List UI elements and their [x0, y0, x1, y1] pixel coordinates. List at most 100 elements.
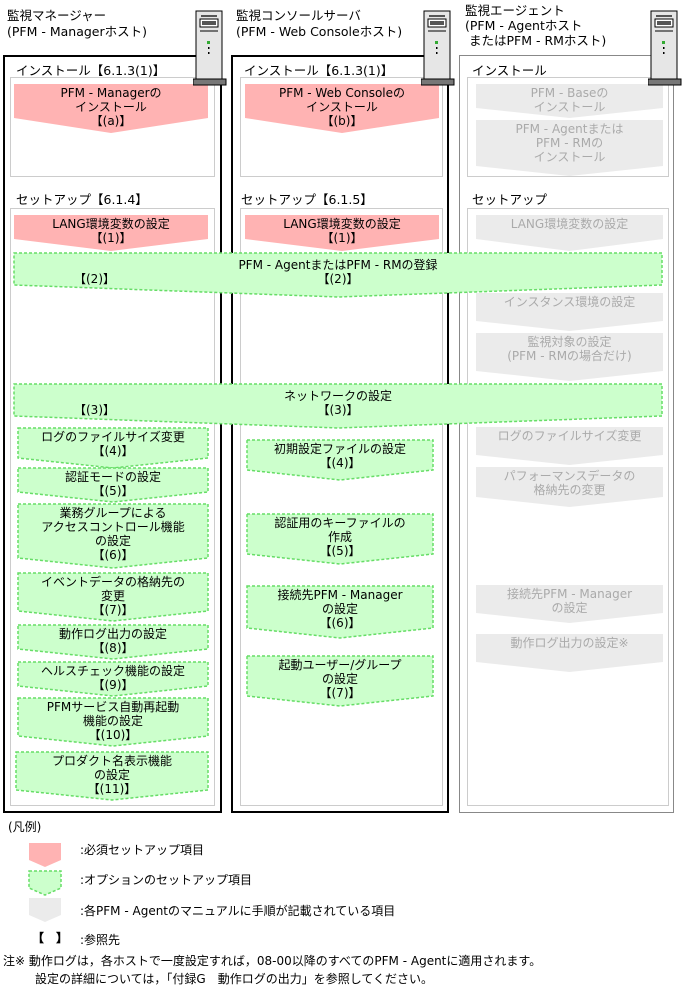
step-label-line: LANG環境変数の設定: [283, 217, 401, 231]
step-label-line: ヘルスチェック機能の設定: [40, 664, 185, 678]
manager-install-panel: [10, 77, 215, 177]
step-label-line: (PFM - RMの場合だけ): [507, 349, 632, 363]
step-wc-user: 起動ユーザー/グループの設定【(7)】: [246, 655, 434, 707]
step-mgr-oplog: 動作ログ出力の設定【(8)】: [17, 624, 209, 660]
step-label-line: PFM - Baseの: [530, 86, 609, 100]
step-label-line: 【(b)】: [321, 114, 363, 128]
step-label-line: 【(4)】: [92, 444, 134, 458]
step-ag-oplog: 動作ログ出力の設定※: [476, 634, 663, 672]
server-icon: [648, 10, 682, 86]
console-install-panel: [240, 77, 443, 177]
step-mgr-event-chevron: [17, 572, 209, 622]
agent-column-title: 監視エージェント(PFM - Agentホスト またはPFM - RMホスト): [465, 3, 606, 48]
step-wc-key-text: 認証用のキーファイルの作成【(5)】: [247, 516, 433, 558]
step-mgr-restart: PFMサービス自動再起動機能の設定【(10)】: [17, 697, 209, 747]
agent-setup-label: セットアップ: [472, 192, 548, 207]
legend-bracket-symbol: 【 】: [32, 931, 69, 945]
step-wc-init-chevron: [246, 439, 434, 481]
step-mgr-product-text: プロダクト名表示機能の設定【(11)】: [16, 754, 208, 796]
step-ag-oplog-text: 動作ログ出力の設定※: [476, 636, 663, 650]
step-label-line: 変更: [100, 589, 125, 603]
manager-setup-label: セットアップ【6.1.4】: [16, 192, 148, 207]
step-register-label: PFM - AgentまたはPFM - RMの登録: [238, 258, 438, 272]
step-ag-target-text: 監視対象の設定(PFM - RMの場合だけ): [476, 335, 663, 363]
step-label-line: 格納先の変更: [533, 483, 606, 497]
step-mgr-log-chevron: [17, 427, 209, 469]
step-ag-perf-chevron: [476, 467, 663, 507]
step-label-line: PFM - RMの: [535, 136, 604, 150]
step-wc-install-text: PFM - Web Consoleのインストール【(b)】: [245, 86, 439, 128]
step-label-line: 【(5)】: [319, 544, 361, 558]
step-ag-lang-text: LANG環境変数の設定: [476, 217, 663, 231]
note-line-1: 注※ 動作ログは，各ホストで一度設定すれば，08-00以降のすべてのPFM - …: [3, 954, 542, 968]
step-mgr-oplog-chevron: [17, 624, 209, 660]
console-setup-panel: [240, 208, 443, 806]
step-mgr-lang-chevron: [14, 215, 208, 251]
step-label-line: 起動ユーザー/グループ: [278, 658, 402, 672]
step-label-line: PFM - Managerの: [60, 86, 162, 100]
step-label-line: インストール: [306, 100, 378, 114]
legend-optional-shape-chevron: [28, 870, 62, 896]
step-mgr-group-chevron: [17, 503, 209, 569]
step-label-line: 【(9)】: [92, 678, 134, 692]
step-mgr-restart-text: PFMサービス自動再起動機能の設定【(10)】: [18, 700, 208, 742]
agent-install-label: インストール: [472, 63, 547, 78]
step-ag-base-text: PFM - Baseのインストール: [476, 86, 663, 114]
legend-agent-shape: [29, 898, 61, 922]
step-label-line: 【(4)】: [319, 456, 361, 470]
step-label-line: の設定: [94, 534, 131, 548]
console-setup-label: セットアップ【6.1.5】: [241, 192, 373, 207]
step-label-line: 【(6)】: [92, 548, 134, 562]
step-label-line: 認証モードの設定: [64, 470, 161, 484]
step-ag-target: 監視対象の設定(PFM - RMの場合だけ): [476, 333, 663, 381]
step-mgr-auth-text: 認証モードの設定【(5)】: [18, 470, 208, 498]
step-label-line: 【(11)】: [87, 782, 137, 796]
step-label-line: アクセスコントロール機能: [41, 520, 185, 534]
step-label-line: の設定: [321, 602, 358, 616]
step-label-line: 初期設定ファイルの設定: [273, 442, 406, 456]
step-label-line: の設定: [321, 672, 358, 686]
step-wc-key-chevron: [246, 513, 434, 565]
step-label-line: PFM - Agentまたは: [515, 122, 624, 136]
step-label-line: 動作ログ出力の設定※: [510, 636, 629, 650]
agent-column: [459, 55, 674, 813]
step-ag-base-chevron: [476, 84, 663, 118]
manager-setup-panel: [10, 208, 215, 806]
step-label-line: 業務グループによる: [59, 506, 167, 520]
manager-column: [3, 55, 222, 813]
step-ag-perf-text: パフォーマンスデータの格納先の変更: [476, 469, 663, 497]
step-label-line: プロダクト名表示機能: [51, 754, 172, 768]
step-register-chevron: [13, 252, 663, 298]
step-mgr-install-text: PFM - Managerのインストール【(a)】: [14, 86, 208, 128]
legend-agent-shape-chevron: [29, 898, 61, 922]
step-network-label: ネットワークの設定: [283, 389, 392, 403]
step-label-line: 【(a)】: [90, 114, 132, 128]
step-label-line: 【(10)】: [88, 728, 138, 742]
step-register: PFM - AgentまたはPFM - RMの登録【(2)】【(2)】: [13, 252, 663, 298]
legend-agent-label: :各PFM - Agentのマニュアルに手順が記載されている項目: [80, 904, 396, 918]
console-column: [231, 55, 449, 813]
legend-required-label: :必須セットアップ項目: [80, 843, 205, 857]
step-wc-init: 初期設定ファイルの設定【(4)】: [246, 439, 434, 481]
step-ag-perf: パフォーマンスデータの格納先の変更: [476, 467, 663, 507]
step-label-line: の設定: [551, 601, 588, 615]
console-title: 監視コンソールサーバ: [236, 8, 361, 23]
step-wc-user-chevron: [246, 655, 434, 707]
step-label-line: 【(8)】: [92, 641, 134, 655]
step-ag-target-chevron: [476, 333, 663, 381]
step-label-line: インストール: [533, 100, 606, 114]
step-ag-lang-chevron: [476, 215, 663, 251]
step-label-line: 【(1)】: [321, 231, 363, 245]
step-label-line: パフォーマンスデータの: [503, 469, 636, 483]
agent-title: 監視エージェント: [465, 3, 565, 18]
legend-optional-shape: [28, 870, 62, 896]
legend-optional-label: :オプションのセットアップ項目: [80, 873, 253, 887]
step-network-ref-center: 【(3)】: [317, 403, 359, 417]
agent-install-panel: [467, 77, 669, 177]
step-mgr-auth: 認証モードの設定【(5)】: [17, 467, 209, 503]
step-mgr-auth-chevron: [17, 467, 209, 503]
step-mgr-health: ヘルスチェック機能の設定【(9)】: [17, 661, 209, 697]
